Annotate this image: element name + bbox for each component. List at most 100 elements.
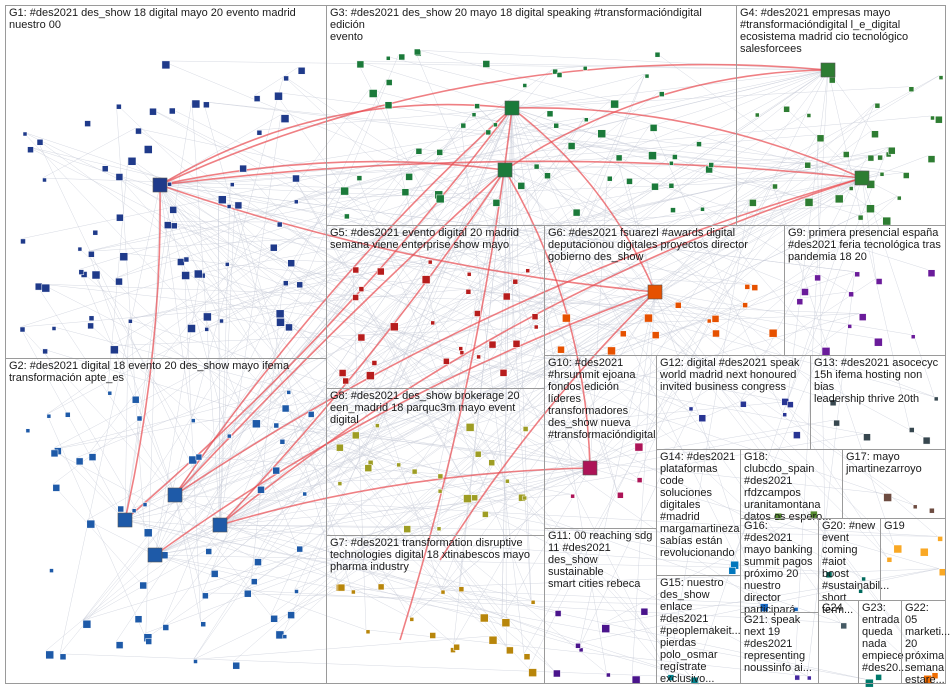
graph-node — [145, 638, 152, 645]
graph-edge — [276, 309, 788, 402]
graph-edge — [22, 131, 353, 295]
graph-node — [833, 419, 840, 427]
graph-edge — [200, 130, 872, 622]
group-box-g22: G22: 05 marketi... 20 próxima semana est… — [901, 600, 950, 686]
graph-node — [365, 629, 371, 635]
hub-node — [647, 284, 663, 300]
graph-node — [294, 199, 299, 205]
graph-edge — [375, 291, 656, 424]
graph-edge — [132, 291, 656, 509]
graph-node — [368, 89, 378, 98]
graph-node — [107, 390, 113, 396]
graph-node — [436, 526, 442, 532]
graph-node — [499, 369, 508, 377]
graph-node — [847, 324, 852, 329]
graph-edge — [154, 554, 367, 631]
highlighted-edge — [174, 169, 506, 496]
group-box-g21: G21: speak next 19 #des2021 representing… — [740, 612, 819, 684]
graph-node — [181, 271, 190, 280]
graph-node — [482, 511, 489, 518]
graph-edge — [110, 107, 513, 347]
graph-node — [440, 589, 446, 595]
graph-node — [342, 377, 349, 385]
graph-edge — [124, 331, 653, 521]
graph-node — [78, 269, 85, 275]
graph-node — [711, 315, 720, 323]
graph-edge — [219, 182, 231, 526]
graph-node — [840, 622, 847, 630]
group-label-g21: G21: speak next 19 #des2021 representing… — [744, 614, 812, 674]
graph-node — [772, 183, 778, 190]
graph-edge — [191, 99, 221, 526]
graph-edge — [149, 107, 690, 408]
graph-edge — [458, 107, 513, 587]
graph-node — [226, 204, 232, 209]
graph-node — [610, 99, 619, 109]
graph-node — [740, 401, 747, 408]
graph-edge — [552, 66, 584, 70]
graph-edge — [257, 107, 513, 487]
graph-node — [696, 141, 702, 147]
graph-node — [414, 48, 421, 56]
group-label-g8: G8: #des2021 des_show brokerage 20 een_m… — [330, 390, 520, 426]
graph-edge — [654, 146, 889, 293]
graph-edge — [251, 280, 284, 579]
graph-node — [528, 668, 537, 677]
graph-node — [814, 274, 821, 282]
graph-node — [544, 172, 551, 179]
graph-node — [59, 653, 67, 661]
graph-node — [474, 310, 481, 317]
graph-edge — [254, 107, 513, 559]
graph-node — [804, 198, 814, 207]
graph-node — [843, 151, 850, 158]
graph-node — [169, 206, 177, 214]
graph-edge — [511, 107, 795, 676]
graph-node — [858, 589, 863, 594]
graph-node — [77, 246, 83, 252]
graph-node — [651, 331, 660, 339]
graph-edge — [787, 69, 829, 402]
graph-node — [858, 313, 867, 321]
graph-node — [92, 229, 99, 236]
graph-node — [501, 618, 511, 627]
graph-edge — [279, 177, 863, 440]
graph-edge — [357, 275, 423, 335]
graph-node — [927, 269, 936, 277]
group-label-g12: G12: digital #des2021 speak world madrid… — [660, 357, 800, 393]
graph-node — [167, 181, 172, 187]
graph-node — [204, 327, 209, 332]
graph-edge — [336, 216, 883, 585]
highlighted-edge — [219, 177, 863, 526]
graph-node — [427, 259, 433, 265]
graph-node — [46, 413, 52, 419]
graph-edge — [50, 346, 608, 451]
graph-node — [403, 525, 411, 533]
graph-node — [285, 323, 293, 332]
graph-edge — [405, 68, 553, 174]
graph-node — [336, 443, 344, 452]
graph-node — [276, 221, 283, 228]
graph-node — [230, 182, 235, 187]
graph-node — [386, 56, 391, 61]
graph-node — [877, 154, 883, 161]
graph-node — [421, 275, 431, 284]
graph-edge — [783, 106, 863, 179]
group-box-g2: G2: #des2021 digital 18 evento 20 des_sh… — [5, 358, 327, 684]
graph-edge — [294, 177, 863, 201]
graph-edge — [91, 270, 197, 455]
group-label-g18: G18: clubcdo_spain #des2021 rfdzcampos u… — [744, 451, 832, 523]
graph-node — [522, 83, 528, 88]
group-box-g10: G10: #des2021 #hrsummit ejoana fondos ed… — [544, 355, 657, 529]
graph-edge — [211, 162, 709, 571]
graph-node — [460, 122, 467, 129]
graph-node — [270, 615, 278, 623]
graph-node — [742, 302, 748, 308]
group-box-g14: G14: #des2021 plataformas code solucione… — [656, 449, 741, 576]
graph-edge — [651, 182, 929, 270]
graph-edge — [654, 291, 770, 330]
graph-node — [377, 267, 385, 276]
graph-edge — [523, 134, 818, 654]
graph-edge — [282, 291, 656, 635]
graph-edge — [707, 274, 815, 320]
graph-node — [617, 492, 624, 499]
